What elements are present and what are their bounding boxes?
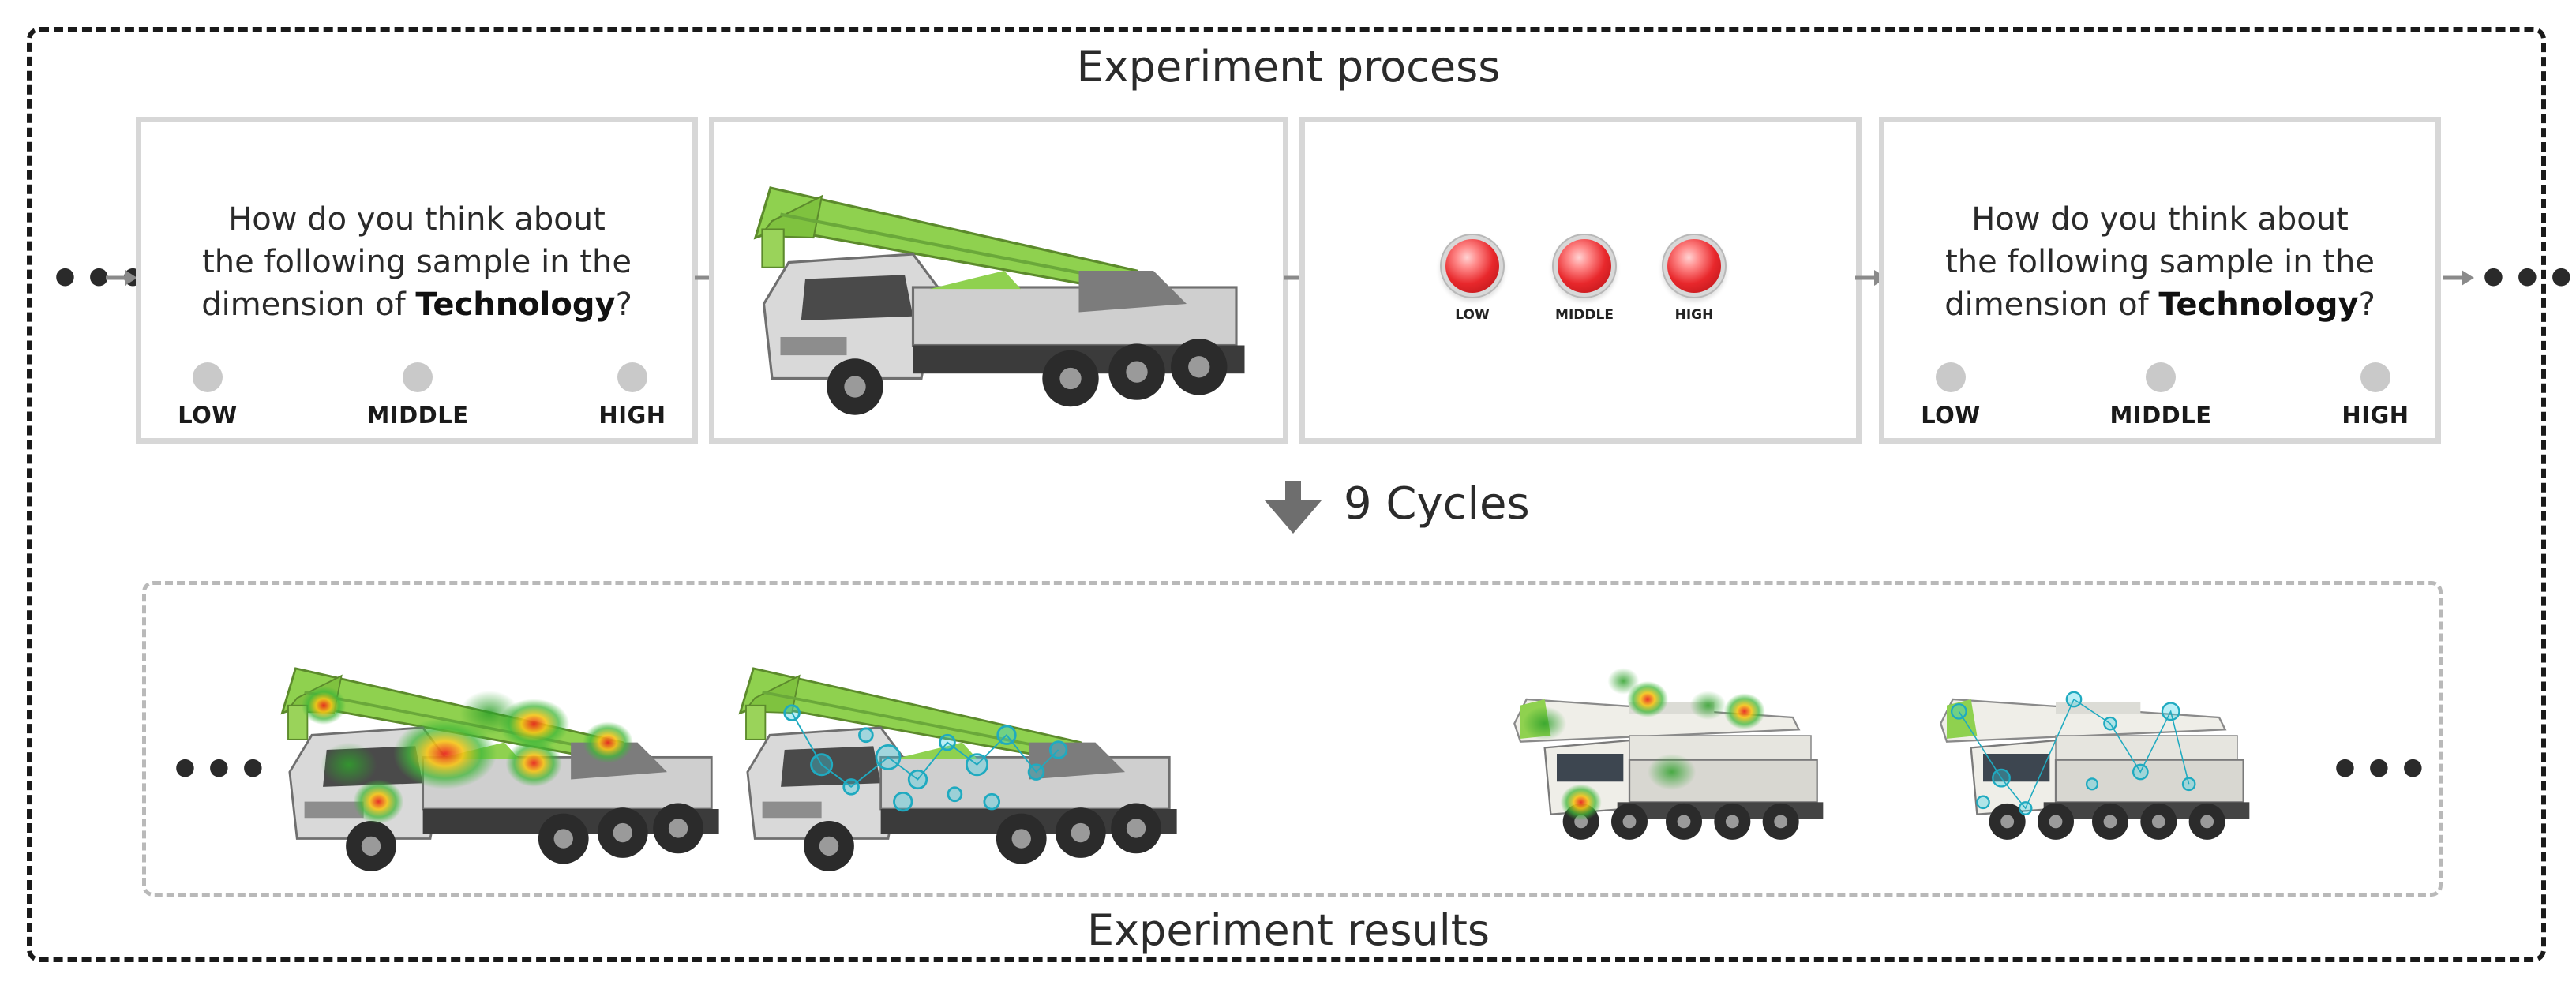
outer-dashed-frame [27,27,2546,962]
rating-option-high[interactable]: HIGH [553,362,711,429]
cycles-label: 9 Cycles [1344,478,1530,530]
ellipsis-right-bottom: ••• [2329,745,2431,796]
response-button-high[interactable]: HIGH [1659,239,1730,323]
rating-scale: LOW MIDDLE HIGH [1884,362,2435,441]
response-label-middle: MIDDLE [1555,307,1614,323]
radio-dot-icon[interactable] [1936,362,1966,392]
ellipsis-text: ••• [169,741,271,800]
response-label-high: HIGH [1674,307,1714,323]
rating-option-middle[interactable]: MIDDLE [2082,362,2240,429]
radio-dot-icon[interactable] [617,362,647,392]
red-button-icon[interactable] [1667,239,1721,293]
dimension-keyword: Technology [2158,287,2359,323]
question-text: How do you think about the following sam… [141,198,692,326]
response-button-low[interactable]: LOW [1437,239,1508,323]
rating-label-middle: MIDDLE [366,402,469,429]
question-text: How do you think about the following sam… [1884,198,2435,326]
question-line-2: the following sample in the [1945,244,2375,280]
question-panel-1: How do you think about the following sam… [136,117,698,444]
question-line-3: dimension of Technology? [1884,283,2435,326]
radio-dot-icon[interactable] [403,362,433,392]
question-line-2: the following sample in the [202,244,632,280]
rating-option-middle[interactable]: MIDDLE [339,362,497,429]
rating-option-low[interactable]: LOW [1872,362,2030,429]
rating-label-low: LOW [178,402,238,429]
heatmap-white-crane-image [1513,668,1824,841]
ellipsis-text: ••• [2477,250,2576,309]
response-buttons-panel: LOW MIDDLE HIGH [1299,117,1862,444]
gazeplot-white-crane-image [1940,691,2251,841]
flow-arrow-right-icon [2443,268,2476,289]
gazeplot-green-crane-image [738,667,1179,873]
rating-option-low[interactable]: LOW [129,362,287,429]
red-button-icon[interactable] [1558,239,1611,293]
response-label-low: LOW [1455,307,1490,323]
arrow-down-icon [1265,481,1322,534]
question-suffix: ? [2358,287,2375,323]
rating-label-high: HIGH [2342,402,2409,429]
question-prefix: dimension of [201,287,416,323]
question-suffix: ? [615,287,632,323]
ellipsis-text: ••• [2329,741,2431,800]
results-dashed-frame [142,581,2443,897]
radio-dot-icon[interactable] [2360,362,2390,392]
question-line-1: How do you think about [228,201,606,238]
stimulus-image-panel [709,117,1288,444]
radio-dot-icon[interactable] [193,362,223,392]
heatmap-green-crane-image [280,667,721,873]
question-prefix: dimension of [1944,287,2159,323]
experiment-process-title: Experiment process [1076,42,1501,92]
question-panel-2: How do you think about the following sam… [1879,117,2441,444]
rating-label-high: HIGH [598,402,666,429]
rating-label-middle: MIDDLE [2109,402,2212,429]
rating-scale: LOW MIDDLE HIGH [141,362,692,441]
rating-option-high[interactable]: HIGH [2297,362,2454,429]
question-line-1: How do you think about [1971,201,2349,238]
red-button-icon[interactable] [1445,239,1499,293]
ellipsis-right-top: ••• [2477,254,2576,305]
question-line-3: dimension of Technology? [141,283,692,326]
radio-dot-icon[interactable] [2146,362,2176,392]
green-crane-truck-image [714,122,1283,438]
dimension-keyword: Technology [415,287,616,323]
flow-arrow-right-icon [106,268,139,289]
rating-label-low: LOW [1921,402,1981,429]
experiment-results-title: Experiment results [1086,905,1490,955]
ellipsis-left-bottom: ••• [169,745,271,796]
response-button-middle[interactable]: MIDDLE [1549,239,1620,323]
